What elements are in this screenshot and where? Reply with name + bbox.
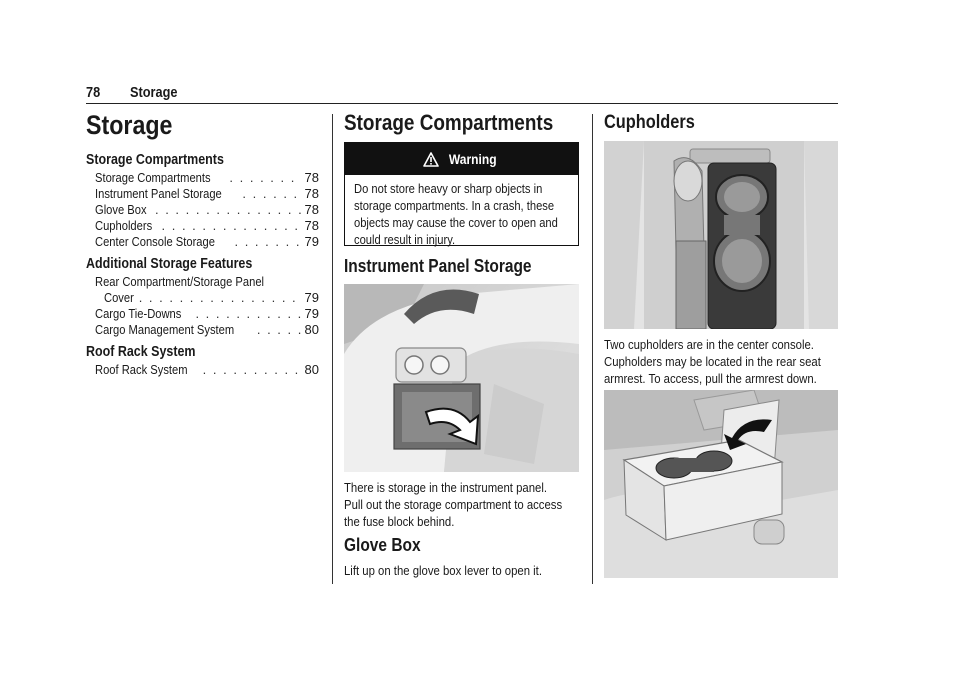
toc-entry-label: Cover <box>104 290 134 305</box>
warning-title: Warning <box>448 151 497 167</box>
header-section-title: Storage <box>130 84 178 101</box>
toc-entry-label: Storage Compartments <box>95 170 211 185</box>
toc-entry-label: Center Console Storage <box>95 234 215 249</box>
rear-armrest-cupholders-illustration <box>604 390 838 578</box>
toc-entry[interactable]: Cover 79 <box>104 290 319 305</box>
toc-entry-label: Cargo Management System <box>95 322 235 337</box>
instrument-panel-text: There is storage in the instrument panel… <box>344 480 563 529</box>
column-divider-right <box>592 114 593 584</box>
toc-entry-label: Roof Rack System <box>95 362 188 377</box>
toc-entry-page: 80 <box>304 322 319 337</box>
page-header: 78 Storage <box>86 84 838 104</box>
toc-entry-page: 78 <box>304 170 319 185</box>
toc-entry[interactable]: Center Console Storage 79 <box>95 234 319 249</box>
toc-entry-label-line1: Rear Compartment/Storage Panel <box>95 274 265 289</box>
toc-entry[interactable]: Storage Compartments 78 <box>95 170 319 185</box>
toc-entry-page: 79 <box>304 290 319 305</box>
toc-entry-page: 79 <box>304 234 319 249</box>
section-heading-storage-compartments: Storage Compartments <box>344 110 554 135</box>
section-heading-glove-box: Glove Box <box>344 535 421 555</box>
section-heading-cupholders: Cupholders <box>604 112 695 133</box>
instrument-panel-storage-illustration <box>344 284 579 472</box>
glove-box-text: Lift up on the glove box lever to open i… <box>344 563 542 578</box>
warning-text: Do not store heavy or sharp objects in s… <box>354 181 558 247</box>
toc-group-heading: Roof Rack System <box>86 344 196 360</box>
chapter-title: Storage <box>86 110 173 140</box>
toc-entry[interactable]: Roof Rack System 80 <box>95 362 319 377</box>
toc-entry[interactable]: Cupholders 78 <box>95 218 319 233</box>
toc-entry[interactable]: Cargo Management System 80 <box>95 322 319 337</box>
page-number: 78 <box>86 84 101 101</box>
toc-entry-page: 78 <box>304 186 319 201</box>
toc-entry-label: Cargo Tie-Downs <box>95 306 182 321</box>
toc-entry-page: 78 <box>304 202 319 217</box>
toc-entry-label: Instrument Panel Storage <box>95 186 222 201</box>
toc-entry[interactable]: Instrument Panel Storage 78 <box>95 186 319 201</box>
warning-triangle-icon <box>422 151 439 167</box>
toc-entry[interactable]: Cargo Tie-Downs 79 <box>95 306 319 321</box>
section-heading-instrument-panel: Instrument Panel Storage <box>344 256 532 276</box>
toc-entry-page: 78 <box>304 218 319 233</box>
cupholders-text: Two cupholders are in the center console… <box>604 337 821 386</box>
toc-entry[interactable]: Glove Box 78 <box>95 202 319 217</box>
toc-group-heading: Additional Storage Features <box>86 256 253 272</box>
center-console-cupholders-illustration <box>604 141 838 329</box>
toc-entry-page: 79 <box>304 306 319 321</box>
toc-group-heading: Storage Compartments <box>86 152 224 168</box>
warning-header: Warning <box>345 143 578 175</box>
warning-box: Warning Do not store heavy or sharp obje… <box>344 142 579 247</box>
toc-entry-label: Glove Box <box>95 202 147 217</box>
toc-entry-label: Cupholders <box>95 218 153 233</box>
toc-entry-page: 80 <box>304 362 319 377</box>
column-divider-left <box>332 114 333 584</box>
